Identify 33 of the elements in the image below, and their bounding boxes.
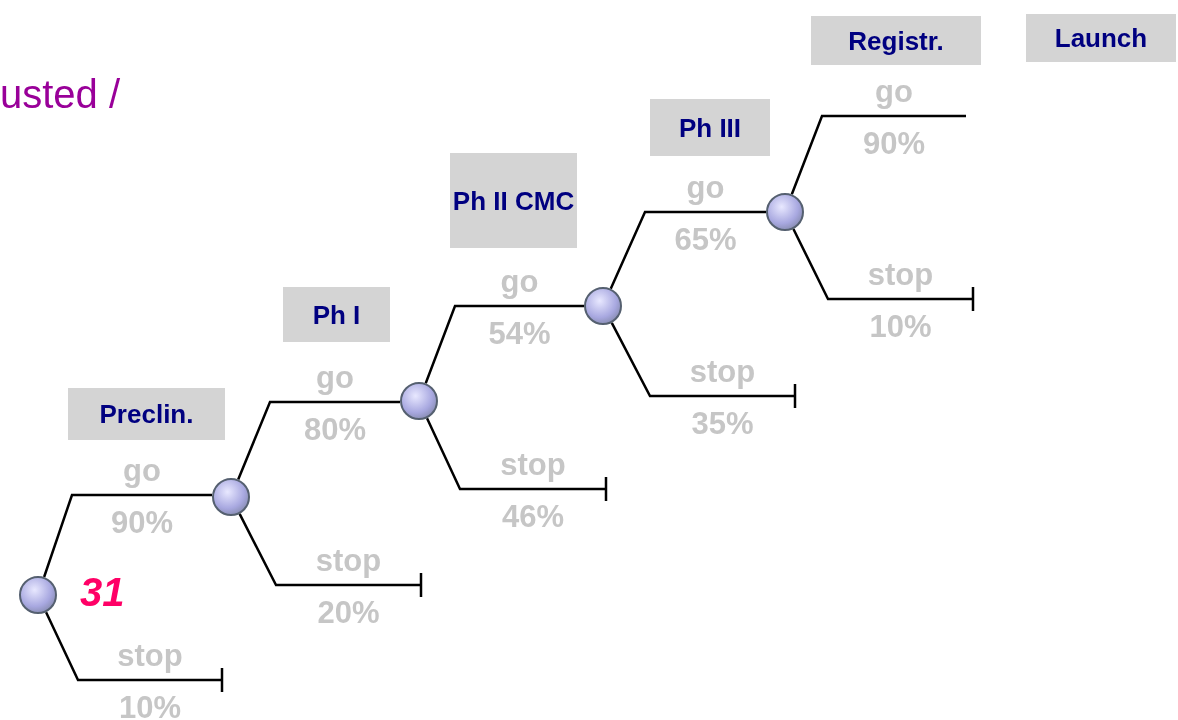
edge-label: stop 35%	[688, 353, 757, 443]
chance-node-circle	[212, 478, 250, 516]
edge-label: go 90%	[861, 73, 926, 163]
value-label: 31	[80, 570, 125, 615]
branch-line	[425, 417, 608, 503]
branch-line	[609, 210, 766, 290]
edge-label: stop 10%	[866, 256, 935, 346]
edge-label: stop 46%	[499, 446, 567, 536]
branch-line	[44, 611, 224, 694]
branch-line	[790, 114, 966, 195]
phase-box: Ph I	[283, 287, 390, 342]
chance-node-circle	[19, 576, 57, 614]
phase-box: Ph II CMC	[450, 153, 577, 248]
edge-label: go 80%	[302, 359, 367, 449]
edge-label: go 65%	[673, 169, 738, 259]
branch-line	[610, 322, 797, 410]
branch-line	[424, 304, 584, 384]
edge-label: stop 20%	[314, 542, 383, 632]
chance-node-circle	[766, 193, 804, 231]
phase-box: Preclin.	[68, 388, 225, 440]
edge-label: stop 10%	[116, 637, 184, 720]
edge-label: go 90%	[109, 452, 174, 542]
branch-line	[238, 513, 423, 599]
branch-line	[42, 493, 212, 578]
branch-line	[792, 228, 975, 313]
heading-text: usted /	[0, 72, 121, 117]
phase-box: Registr.	[811, 16, 981, 65]
phase-box: Launch	[1026, 14, 1176, 62]
phase-box: Ph III	[650, 99, 770, 156]
chance-node-circle	[584, 287, 622, 325]
chance-node-circle	[400, 382, 438, 420]
edge-label: go 54%	[487, 263, 552, 353]
branch-line	[237, 400, 400, 480]
